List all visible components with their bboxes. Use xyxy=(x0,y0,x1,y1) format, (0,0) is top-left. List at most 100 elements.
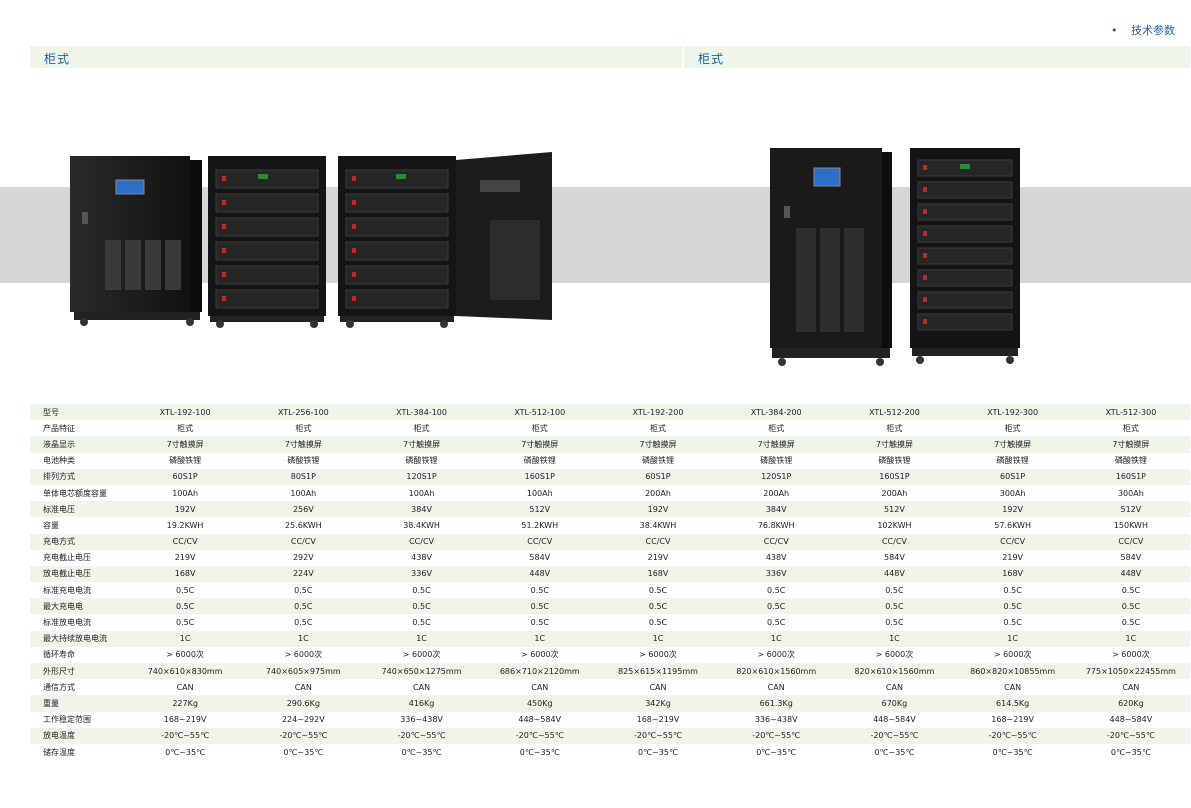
table-cell: 227Kg xyxy=(126,695,245,712)
table-cell: 775×1050×22455mm xyxy=(1071,663,1190,680)
table-cell: 柜式 xyxy=(126,420,245,437)
table-cell: 336V xyxy=(717,565,836,583)
table-cell: XTL-512-100 xyxy=(480,404,599,421)
table-cell: 51.2KWH xyxy=(480,517,599,534)
row-label: 放电截止电压 xyxy=(30,565,126,583)
table-cell: 384V xyxy=(362,501,481,518)
table-cell: 168V xyxy=(953,565,1072,583)
table-cell: 168~219V xyxy=(598,711,718,728)
table-cell: 256V xyxy=(244,501,363,518)
table-cell: 0.5C xyxy=(480,614,599,631)
table-cell: 0.5C xyxy=(1071,614,1190,631)
row-label: 标准放电电流 xyxy=(30,614,126,631)
row-label: 重量 xyxy=(30,695,126,712)
table-cell: 120S1P xyxy=(362,468,481,485)
table-cell: > 6000次 xyxy=(1071,646,1190,663)
table-cell: CC/CV xyxy=(480,533,599,550)
table-cell: 磷酸铁锂 xyxy=(835,452,954,469)
table-cell: 60S1P xyxy=(126,468,245,485)
table-cell: 740×650×1275mm xyxy=(362,663,481,680)
table-cell: 448~584V xyxy=(1071,711,1190,728)
row-label: 产品特征 xyxy=(30,420,126,437)
table-cell: 168~219V xyxy=(126,711,245,728)
table-cell: 512V xyxy=(835,501,954,518)
table-cell: 740×605×975mm xyxy=(244,663,363,680)
table-cell: 168V xyxy=(126,565,245,583)
table-cell: CAN xyxy=(1071,679,1190,696)
table-cell: 100Ah xyxy=(362,484,481,502)
table-cell: 38.4KWH xyxy=(598,517,718,534)
table-cell: 670Kg xyxy=(835,695,954,712)
top-nav: • 技术参数 xyxy=(1111,22,1175,38)
table-cell: 100Ah xyxy=(480,484,599,502)
table-cell: -20℃~55℃ xyxy=(480,727,599,744)
row-label: 容量 xyxy=(30,517,126,534)
row-label: 放电温度 xyxy=(30,727,126,744)
table-cell: XTL-384-100 xyxy=(362,404,481,421)
table-cell: 290.6Kg xyxy=(244,695,363,712)
table-cell: 0.5C xyxy=(953,598,1072,615)
table-cell: 584V xyxy=(835,549,954,566)
table-cell: 柜式 xyxy=(717,420,836,437)
table-cell: 0℃~35℃ xyxy=(362,743,481,761)
table-cell: 0℃~35℃ xyxy=(126,743,245,761)
table-cell: -20℃~55℃ xyxy=(126,727,245,744)
table-cell: 柜式 xyxy=(244,420,363,437)
table-cell: -20℃~55℃ xyxy=(717,727,836,744)
table-cell: 292V xyxy=(244,549,363,566)
nav-item-tech-params[interactable]: 技术参数 xyxy=(1131,24,1175,37)
table-cell: 0.5C xyxy=(835,582,954,599)
table-cell: 1C xyxy=(362,630,481,647)
table-cell: 柜式 xyxy=(835,420,954,437)
table-cell: 448V xyxy=(1071,565,1190,583)
table-cell: 342Kg xyxy=(598,695,718,712)
row-label: 循环寿命 xyxy=(30,646,126,663)
table-cell: 1C xyxy=(1071,630,1190,647)
table-cell: 磷酸铁锂 xyxy=(126,452,245,469)
table-cell: CAN xyxy=(480,679,599,696)
table-cell: 57.6KWH xyxy=(953,517,1072,534)
table-cell: 0℃~35℃ xyxy=(717,743,836,761)
table-row: 产品特征柜式柜式柜式柜式柜式柜式柜式柜式柜式 xyxy=(30,420,1190,437)
table-cell: 0℃~35℃ xyxy=(480,743,599,761)
table-cell: 384V xyxy=(717,501,836,518)
table-cell: CC/CV xyxy=(126,533,245,550)
table-cell: 336~438V xyxy=(362,711,481,728)
table-cell: 0.5C xyxy=(362,582,481,599)
table-cell: XTL-192-100 xyxy=(126,404,245,421)
table-cell: 416Kg xyxy=(362,695,481,712)
table-cell: 磷酸铁锂 xyxy=(244,452,363,469)
table-cell: 柜式 xyxy=(362,420,481,437)
table-cell: 7寸触摸屏 xyxy=(717,436,836,453)
table-cell: 860×820×10855mm xyxy=(953,663,1072,680)
product-photos xyxy=(0,0,1191,400)
table-cell: 1C xyxy=(598,630,718,647)
table-cell: CC/CV xyxy=(598,533,718,550)
table-cell: > 6000次 xyxy=(126,646,245,663)
table-cell: 38.4KWH xyxy=(362,517,481,534)
table-cell: 100Ah xyxy=(126,484,245,502)
row-label: 型号 xyxy=(30,404,126,421)
table-cell: 0.5C xyxy=(480,598,599,615)
table-cell: 0.5C xyxy=(598,598,718,615)
table-cell: 磷酸铁锂 xyxy=(1071,452,1190,469)
table-cell: -20℃~55℃ xyxy=(953,727,1072,744)
table-cell: 686×710×2120mm xyxy=(480,663,599,680)
table-cell: 150KWH xyxy=(1071,517,1190,534)
table-cell: 磷酸铁锂 xyxy=(953,452,1072,469)
table-cell: 0.5C xyxy=(717,598,836,615)
table-cell: 820×610×1560mm xyxy=(835,663,954,680)
table-cell: 120S1P xyxy=(717,468,836,485)
table-cell: 0.5C xyxy=(244,614,363,631)
table-cell: 168~219V xyxy=(953,711,1072,728)
row-label: 液晶显示 xyxy=(30,436,126,453)
table-cell: > 6000次 xyxy=(953,646,1072,663)
table-cell: 0.5C xyxy=(835,598,954,615)
table-cell: 614.5Kg xyxy=(953,695,1072,712)
table-cell: 160S1P xyxy=(1071,468,1190,485)
